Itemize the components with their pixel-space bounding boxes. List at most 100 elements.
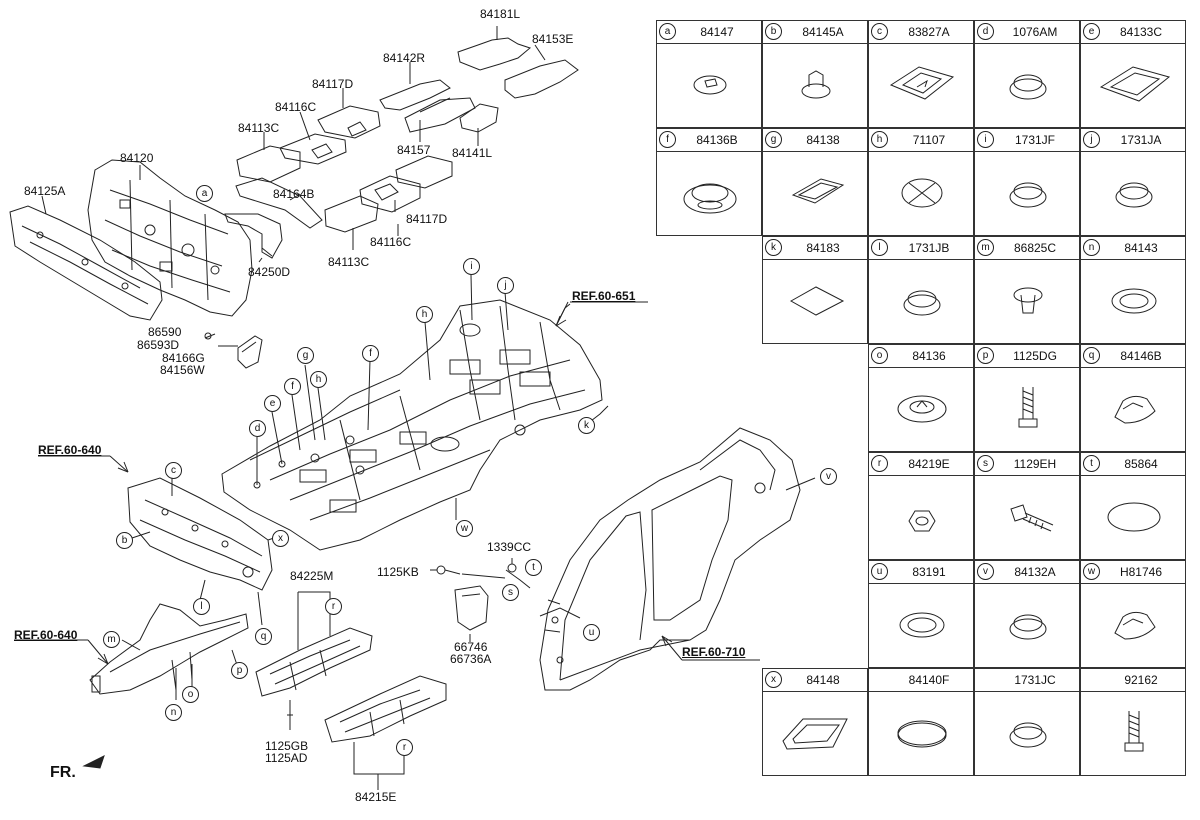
callout-w[interactable]: w xyxy=(456,520,473,537)
callout-f-2[interactable]: f xyxy=(284,378,301,395)
part-letter-badge: m xyxy=(977,239,994,256)
callout-p[interactable]: p xyxy=(231,662,248,679)
callout-h[interactable]: h xyxy=(416,306,433,323)
callout-j[interactable]: j xyxy=(497,277,514,294)
ref-60-651[interactable]: REF.60-651 xyxy=(572,289,636,303)
part-number: 84148 xyxy=(806,673,840,687)
callout-k[interactable]: k xyxy=(578,417,595,434)
part-cell-84140F[interactable]: 84140F xyxy=(868,668,974,776)
callout-r-2[interactable]: r xyxy=(396,739,413,756)
part-number: 85864 xyxy=(1124,457,1158,471)
callout-m[interactable]: m xyxy=(103,631,120,648)
ref-60-710[interactable]: REF.60-710 xyxy=(682,645,746,659)
part-number: 71107 xyxy=(912,133,946,147)
front-direction-label: FR. xyxy=(50,764,76,781)
callout-h-2[interactable]: h xyxy=(310,371,327,388)
part-letter-badge: a xyxy=(659,23,676,40)
insulation-pad-84116C-lower xyxy=(395,155,453,189)
callout-i[interactable]: i xyxy=(463,258,480,275)
label-1125KB: 1125KB xyxy=(377,565,419,579)
label-84215E: 84215E xyxy=(355,790,397,804)
round-plug-icon xyxy=(1009,182,1047,208)
callout-x[interactable]: x xyxy=(272,530,289,547)
callout-c[interactable]: c xyxy=(165,462,182,479)
bolt-86590 xyxy=(204,332,212,340)
callout-r[interactable]: r xyxy=(325,598,342,615)
oval-ring-icon xyxy=(782,718,848,750)
part-letter-badge: u xyxy=(871,563,888,580)
round-plug-icon xyxy=(1115,182,1153,208)
part-letter-badge: g xyxy=(765,131,782,148)
part-cell-1731JC[interactable]: 1731JC xyxy=(974,668,1080,776)
callout-a[interactable]: a xyxy=(196,185,213,202)
insulation-pad-84113C-lower xyxy=(324,195,379,233)
callout-o[interactable]: o xyxy=(182,686,199,703)
part-letter-badge: o xyxy=(871,347,888,364)
cowl-panel-84125A xyxy=(9,205,163,321)
callout-n[interactable]: n xyxy=(165,704,182,721)
bracket-66746 xyxy=(454,585,489,631)
label-1125AD: 1125AD xyxy=(265,751,308,765)
part-number: 1076AM xyxy=(1012,25,1058,39)
part-number: 84136B xyxy=(696,133,738,147)
cross-plug-icon xyxy=(901,178,943,208)
bracket-84166G xyxy=(237,335,263,369)
bolt-icon xyxy=(1124,711,1144,752)
part-number: 1731JB xyxy=(908,241,950,255)
callout-g[interactable]: g xyxy=(297,347,314,364)
ref-60-640-upper[interactable]: REF.60-640 xyxy=(38,443,102,457)
callout-u[interactable]: u xyxy=(583,624,600,641)
ref-60-640-lower[interactable]: REF.60-640 xyxy=(14,628,78,642)
insulation-pad-84153E xyxy=(504,59,579,99)
label-84153E: 84153E xyxy=(532,32,574,46)
callout-d[interactable]: d xyxy=(249,420,266,437)
callout-f[interactable]: f xyxy=(362,345,379,362)
part-cell-92162[interactable]: 92162 xyxy=(1080,668,1186,776)
part-number: 84132A xyxy=(1014,565,1056,579)
callout-s[interactable]: s xyxy=(502,584,519,601)
callout-v[interactable]: v xyxy=(820,468,837,485)
callout-l[interactable]: l xyxy=(193,598,210,615)
callout-b[interactable]: b xyxy=(116,532,133,549)
label-84125A: 84125A xyxy=(24,184,66,198)
floor-pan-assembly xyxy=(221,299,603,551)
part-cell-header: 84140F xyxy=(869,669,973,692)
part-letter-badge: s xyxy=(977,455,994,472)
label-84164B: 84164B xyxy=(273,187,315,201)
round-plug-icon xyxy=(1009,722,1047,748)
callout-e[interactable]: e xyxy=(264,395,281,412)
label-1125GB: 1125GB xyxy=(265,739,309,753)
callout-q[interactable]: q xyxy=(255,628,272,645)
hex-nut-icon xyxy=(908,510,936,532)
insulation-pad-84142R xyxy=(379,79,451,111)
callout-t[interactable]: t xyxy=(525,559,542,576)
part-letter-badge: k xyxy=(765,239,782,256)
